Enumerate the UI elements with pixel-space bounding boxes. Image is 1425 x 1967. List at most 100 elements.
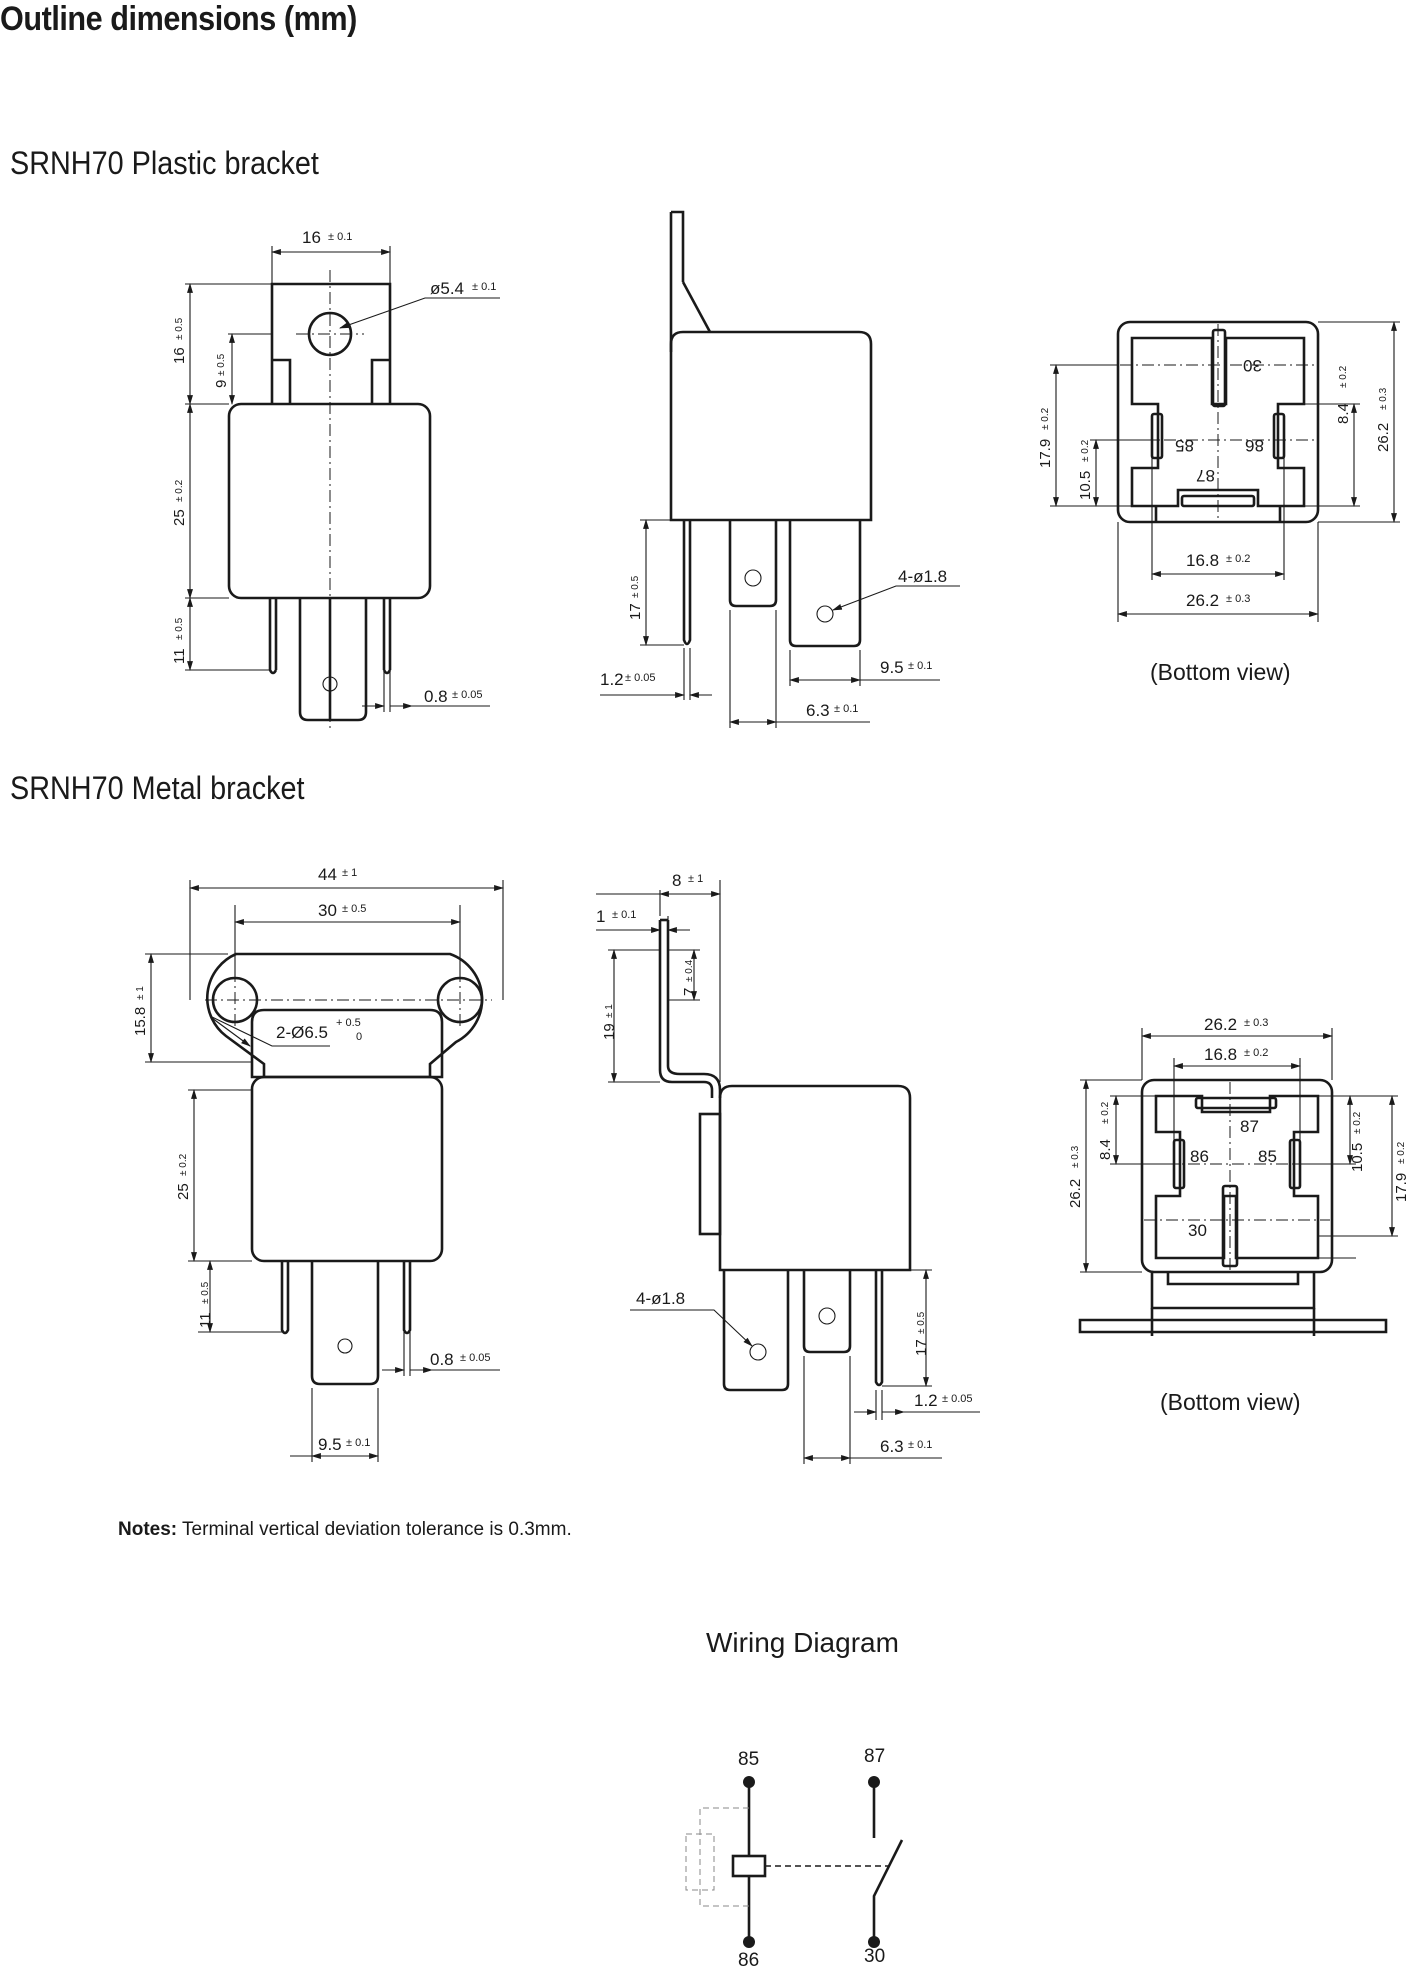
- dim-tol: ± 0.2: [1100, 1101, 1111, 1124]
- dim-tol: ± 0.05: [460, 1352, 491, 1364]
- dim-tol: ± 0.5: [174, 317, 185, 340]
- dim-tol: ± 0.5: [200, 1281, 211, 1304]
- dim-text: 9.5: [880, 658, 904, 677]
- coil-symbol: [731, 1854, 767, 1878]
- dim-tol: ± 0.1: [612, 909, 636, 921]
- dim-tol: ± 0.3: [1226, 593, 1250, 605]
- dim-text: 11: [197, 1312, 214, 1328]
- dim-tol: ± 0.2: [1226, 553, 1250, 565]
- dim-text: 15.8: [132, 1007, 149, 1036]
- dim-text: 17: [627, 603, 644, 620]
- dim-tol: ± 0.1: [346, 1437, 370, 1449]
- dim-tol: ± 0.2: [1080, 439, 1091, 462]
- terminal-85: 85: [1258, 1147, 1277, 1166]
- dim-text: 0.8: [430, 1350, 454, 1369]
- dim-text: ø5.4: [430, 279, 464, 298]
- dim-tol: ± 0.5: [342, 903, 366, 915]
- dim-text: 9: [213, 380, 230, 388]
- dim-tol: ± 0.05: [452, 689, 483, 701]
- dim-tol: ± 0.2: [174, 479, 185, 502]
- dim-tol: ± 0.2: [1244, 1047, 1268, 1059]
- terminal-87: 87: [1240, 1117, 1259, 1136]
- terminal-86: 86: [1190, 1147, 1209, 1166]
- wiring-label-87: 87: [864, 1746, 885, 1767]
- notes-label: Notes:: [118, 1519, 178, 1540]
- plastic-side-view: [669, 210, 873, 648]
- dim-tol: ± 0.5: [630, 575, 641, 598]
- notes: Notes: Terminal vertical deviation toler…: [118, 1519, 572, 1541]
- dim-text: 30: [318, 901, 337, 920]
- dim-text: 17.9: [1393, 1173, 1410, 1202]
- wiring-title: Wiring Diagram: [706, 1627, 899, 1658]
- plastic-front-dims: 16 ± 0.1 ø5.4 ± 0.1 16 ± 0.5 9 ± 0.5 25 …: [171, 228, 500, 712]
- bottom-view-label: (Bottom view): [1150, 659, 1291, 685]
- dim-tol: 0: [356, 1031, 362, 1043]
- dim-text: 17: [913, 1339, 930, 1356]
- dim-text: 16.8: [1186, 551, 1219, 570]
- plastic-side-dims: 17 ± 0.5 4-ø1.8 1.2 ± 0.05 9.5 ± 0.1 6.3…: [600, 519, 960, 728]
- dim-text: 16: [171, 347, 188, 364]
- metal-front-dims: 44 ± 1 30 ± 0.5 2-Ø6.5 + 0.5 0 15.8 ± 1 …: [132, 865, 504, 1462]
- dim-text: 10.5: [1349, 1143, 1366, 1172]
- dim-text: 1: [596, 907, 605, 926]
- terminal-85: 85: [1175, 436, 1194, 455]
- dim-text: 16: [302, 228, 321, 247]
- dim-text: 1.2: [600, 670, 624, 689]
- page-title: Outline dimensions (mm): [0, 0, 357, 38]
- wiring-diagram: 85 87 86 30: [685, 1746, 904, 1967]
- dim-text: 1.2: [914, 1391, 938, 1410]
- notes-text: Terminal vertical deviation tolerance is…: [177, 1519, 572, 1540]
- dim-tol: ± 0.5: [174, 617, 185, 640]
- bottom-view-label: (Bottom view): [1160, 1389, 1301, 1415]
- dim-tol: + 0.5: [336, 1017, 361, 1029]
- dim-text: 4-ø1.8: [898, 567, 947, 586]
- dim-tol: ± 0.1: [834, 703, 858, 715]
- wiring-label-85: 85: [738, 1749, 759, 1770]
- dim-text: 17.9: [1037, 439, 1054, 468]
- metal-side-view: [658, 918, 912, 1392]
- dim-text: 6.3: [880, 1437, 904, 1456]
- dim-tol: ± 0.05: [942, 1393, 973, 1405]
- dim-tol: ± 0.3: [1378, 387, 1389, 410]
- dim-text: 44: [318, 865, 337, 884]
- metal-bottom-view: 87 86 85 30: [1078, 1078, 1388, 1336]
- dim-tol: ± 0.1: [472, 281, 496, 293]
- plastic-bottom-view: 30 85 86 87: [1116, 320, 1320, 524]
- dim-tol: ± 0.2: [1396, 1141, 1407, 1164]
- dim-tol: ± 1: [688, 873, 703, 885]
- dim-tol: ± 0.2: [1352, 1111, 1363, 1134]
- dim-tol: ± 0.1: [328, 231, 352, 243]
- terminal-30: 30: [1188, 1221, 1207, 1240]
- dim-text: 8.4: [1335, 403, 1352, 424]
- dim-tol: ± 0.4: [684, 959, 695, 982]
- plastic-front-view: [227, 270, 432, 730]
- dim-text: 2-Ø6.5: [276, 1023, 328, 1042]
- terminal-86: 86: [1245, 436, 1264, 455]
- metal-front-view: [205, 952, 492, 1386]
- dim-tol: ± 1: [604, 1004, 615, 1018]
- dim-tol: ± 0.5: [916, 1311, 927, 1334]
- dim-text: 26.2: [1204, 1015, 1237, 1034]
- dim-text: 8: [672, 871, 681, 890]
- terminal-30: 30: [1243, 356, 1262, 375]
- dim-text: 19: [601, 1023, 618, 1040]
- dim-text: 26.2: [1375, 423, 1392, 452]
- dim-text: 9.5: [318, 1435, 342, 1454]
- dim-text: 26.2: [1067, 1179, 1084, 1208]
- dim-text: 16.8: [1204, 1045, 1237, 1064]
- dim-text: 8.4: [1097, 1139, 1114, 1160]
- dim-tol: ± 0.5: [216, 353, 227, 376]
- dim-tol: ± 0.3: [1244, 1017, 1268, 1029]
- wiring-label-30: 30: [864, 1946, 885, 1967]
- dim-text: 7: [681, 988, 698, 996]
- dim-tol: ± 0.1: [908, 1439, 932, 1451]
- dim-tol: ± 0.1: [908, 660, 932, 672]
- dim-tol: ± 0.2: [178, 1153, 189, 1176]
- dim-text: 0.8: [424, 687, 448, 706]
- dim-tol: ± 0.2: [1338, 365, 1349, 388]
- dim-tol: ± 1: [342, 867, 357, 879]
- metal-bottom-dims: 26.2 ± 0.3 16.8 ± 0.2 26.2 ± 0.3 8.4 ± 0…: [1067, 1015, 1410, 1415]
- dim-tol: ± 0.3: [1070, 1145, 1081, 1168]
- dim-text: 6.3: [806, 701, 830, 720]
